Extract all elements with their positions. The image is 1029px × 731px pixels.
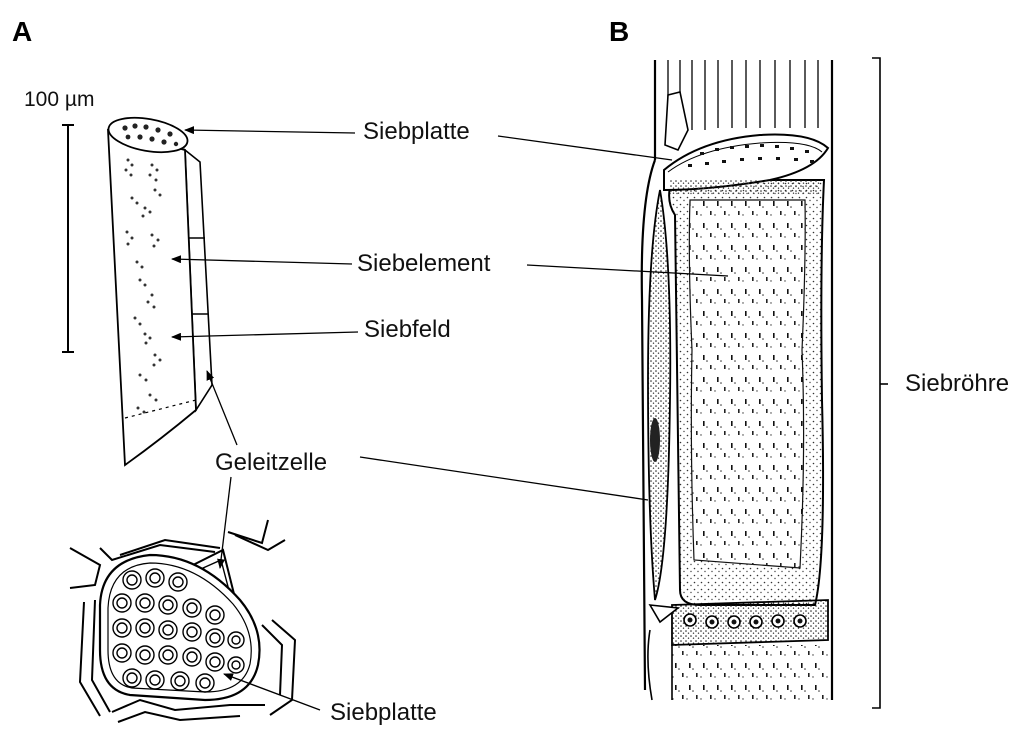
panel-label-b: B: [609, 16, 629, 48]
scale-bar: [62, 125, 74, 352]
scale-bar-label: 100 µm: [24, 88, 94, 112]
label-siebfeld: Siebfeld: [364, 316, 451, 344]
label-siebplatte-top: Siebplatte: [363, 118, 470, 146]
panel-label-a: A: [12, 16, 32, 48]
label-siebplatte-bottom: Siebplatte: [330, 699, 437, 727]
sieve-element-drawing: [106, 112, 212, 465]
sieve-tube-drawing: [642, 60, 832, 700]
label-geleitzelle: Geleitzelle: [215, 449, 327, 477]
sieve-tube-bracket: [872, 58, 888, 708]
label-siebroehre: Siebröhre: [905, 370, 1009, 398]
label-siebelement: Siebelement: [357, 250, 490, 278]
cross-section-drawing: [70, 520, 295, 722]
